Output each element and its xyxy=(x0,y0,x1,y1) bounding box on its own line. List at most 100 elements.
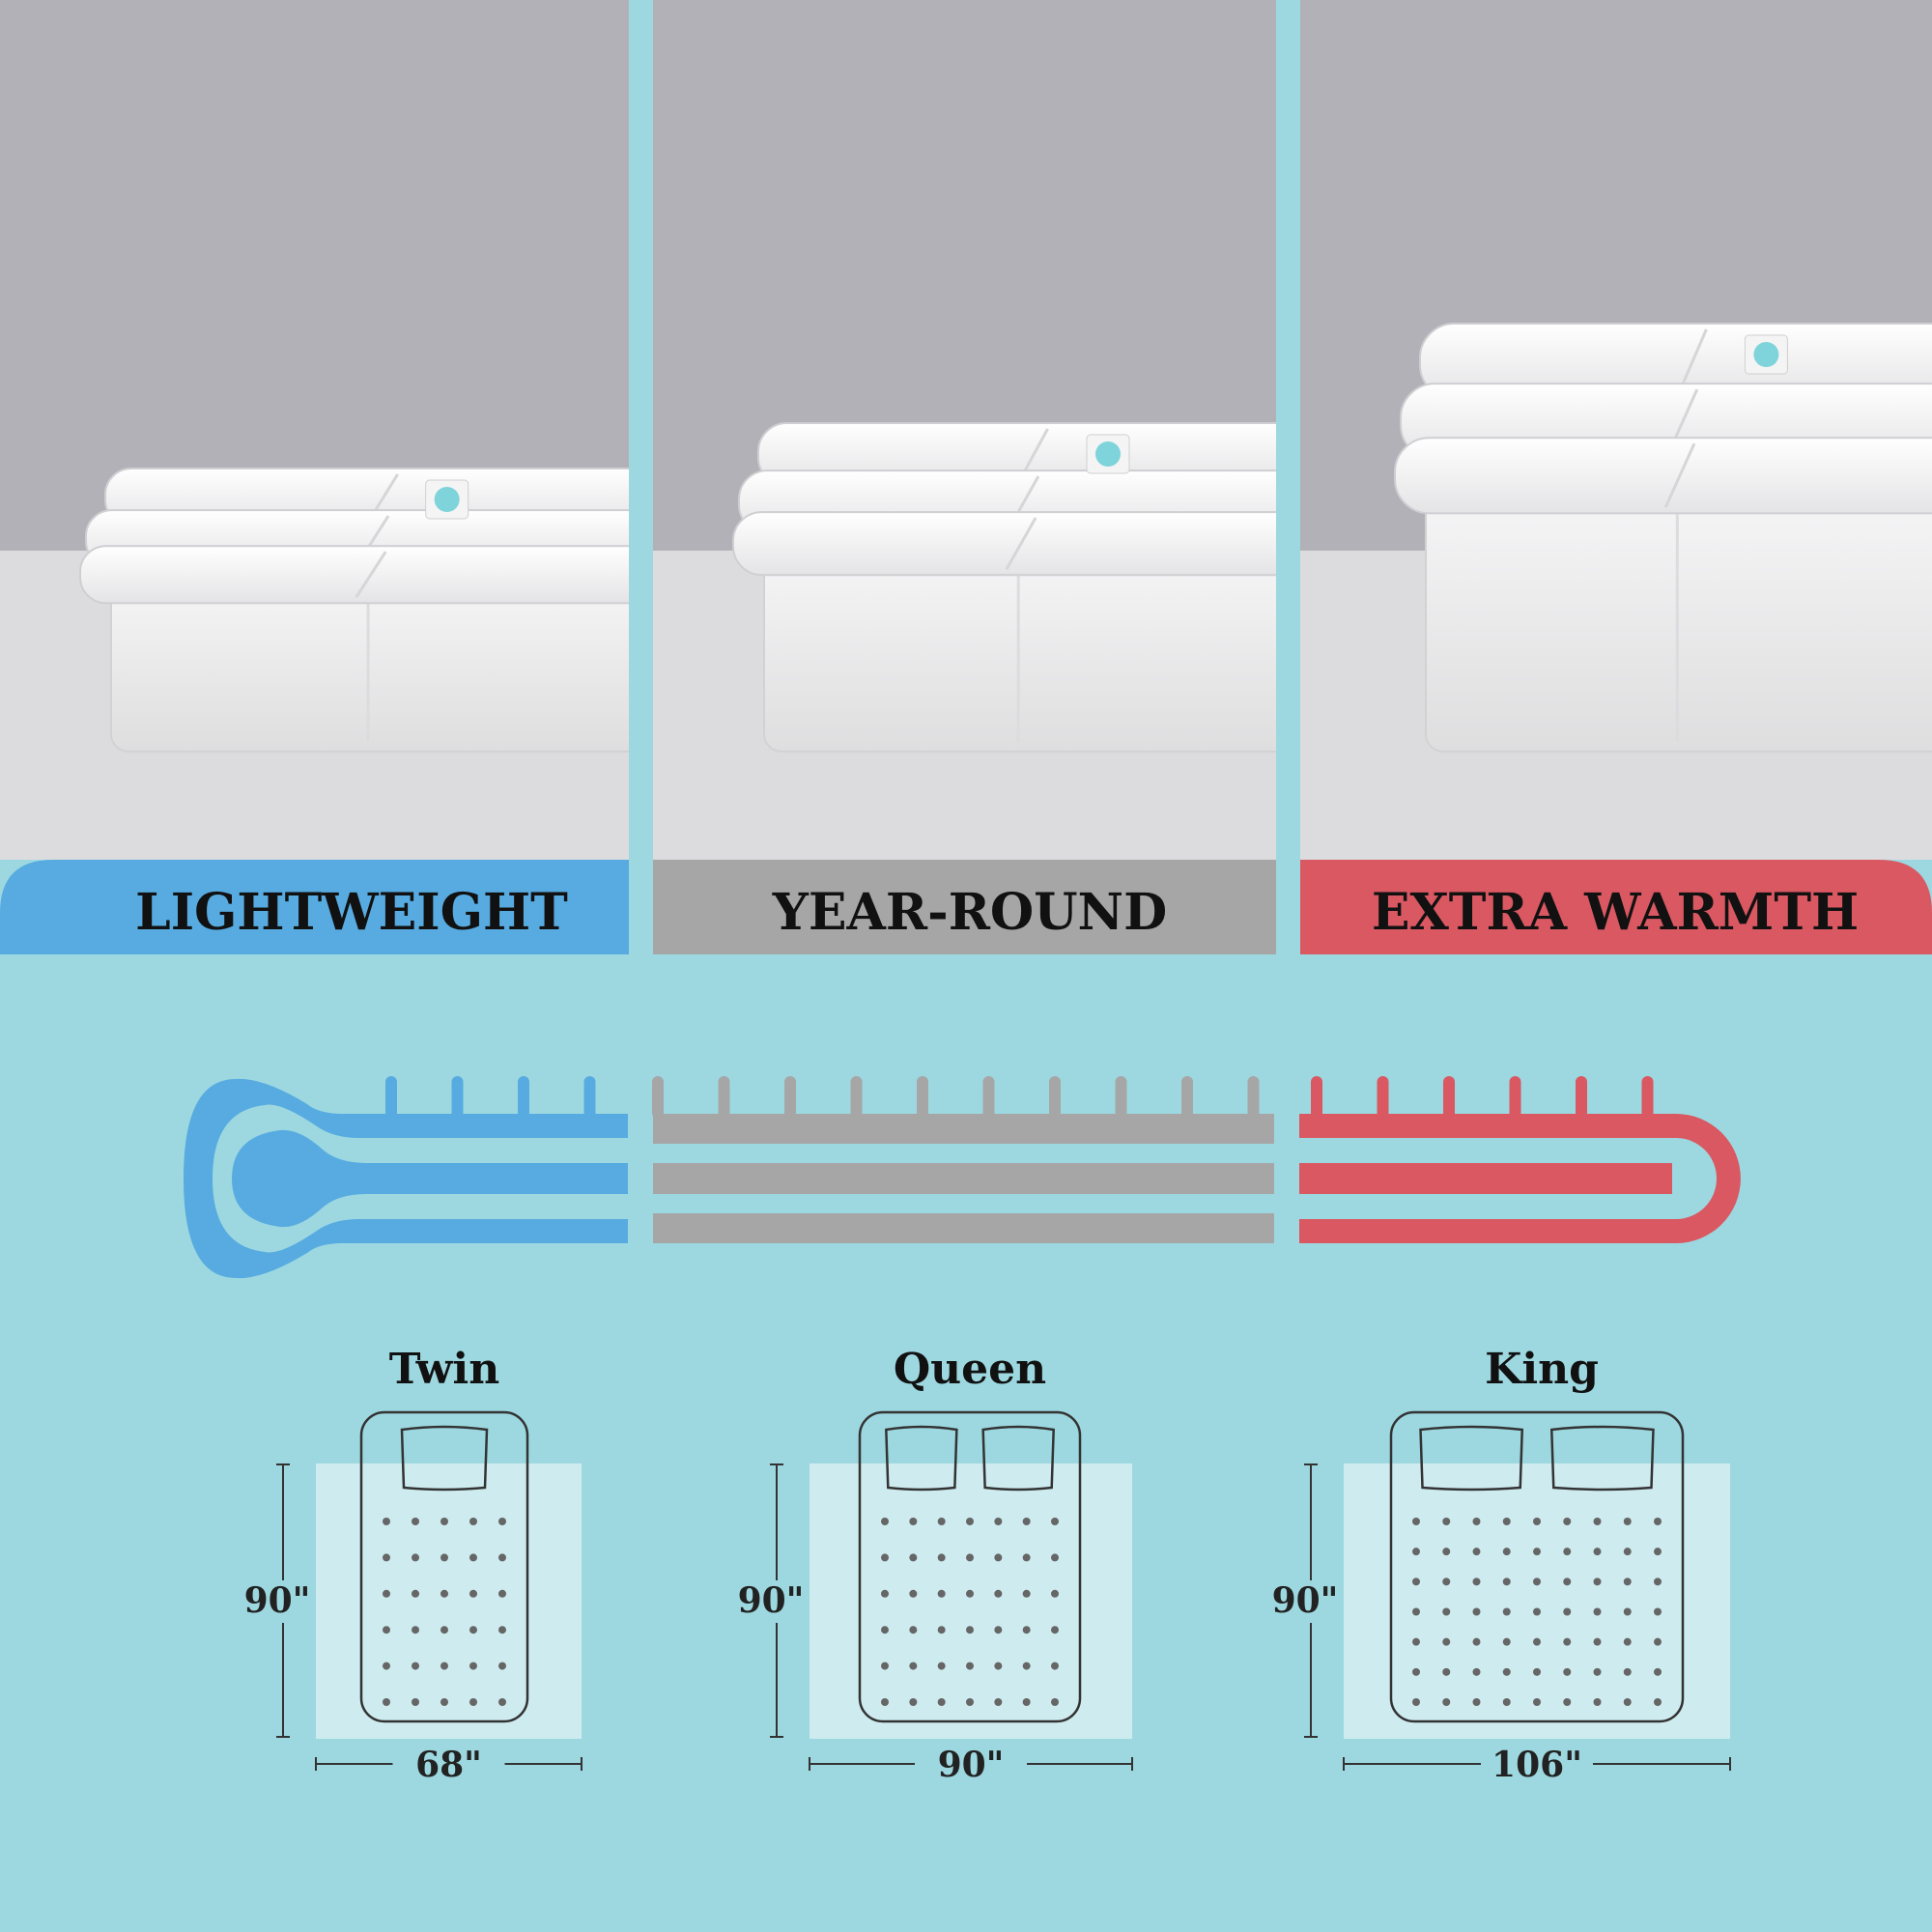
quilting-dot xyxy=(1654,1698,1662,1706)
quilting-dot xyxy=(498,1662,506,1670)
quilting-dot xyxy=(1563,1607,1572,1616)
width-label-background xyxy=(392,1741,505,1787)
quilting-dot xyxy=(1623,1637,1632,1646)
pillow-icon xyxy=(1419,1425,1524,1492)
quilting-dot xyxy=(1472,1698,1481,1706)
quilting-dot xyxy=(383,1662,390,1670)
quilting-dot xyxy=(383,1626,390,1634)
product-photo-extra-warmth xyxy=(1300,0,1932,860)
thermometer-mid-rail-bottom xyxy=(653,1213,1274,1243)
comforter-footprint xyxy=(1344,1463,1730,1739)
quilting-dot xyxy=(1412,1548,1420,1556)
pillow-icon xyxy=(981,1425,1055,1492)
quilting-dot xyxy=(1051,1662,1059,1670)
quilting-dot xyxy=(1502,1518,1511,1525)
size-title: King xyxy=(1485,1345,1599,1394)
quilting-dot xyxy=(498,1589,506,1598)
brand-tag-logo-icon xyxy=(1753,342,1779,367)
duvet-fold-layer xyxy=(732,511,1276,577)
duvet-fold-layer xyxy=(79,545,629,605)
quilting-dot xyxy=(1593,1577,1602,1586)
size-title: Queen xyxy=(894,1345,1046,1394)
quilting-dot xyxy=(1442,1667,1451,1676)
quilting-dot xyxy=(440,1589,448,1598)
bed-outline-icon xyxy=(858,1410,1082,1723)
thermometer-tick-year-round xyxy=(1181,1076,1193,1119)
product-photo-panels xyxy=(0,0,1932,860)
thermometer-tick-light xyxy=(451,1076,464,1119)
quilting-dot xyxy=(1533,1698,1541,1706)
quilting-dot xyxy=(1022,1698,1031,1706)
quilting-dot xyxy=(1502,1667,1511,1676)
extra-warmth-bar xyxy=(1300,860,1932,954)
quilting-dot xyxy=(1051,1518,1059,1525)
thermometer-tick-light xyxy=(518,1076,529,1119)
quilting-dot xyxy=(1502,1548,1511,1556)
quilting-dot xyxy=(937,1589,946,1598)
quilting-dot xyxy=(1533,1667,1541,1676)
quilting-dot xyxy=(1472,1607,1481,1616)
thermometer-tick-year-round xyxy=(718,1076,730,1119)
quilting-dot xyxy=(1563,1667,1572,1676)
thermometer-tick-year-round xyxy=(982,1076,995,1119)
quilting-dot xyxy=(909,1589,918,1598)
quilting-dot xyxy=(881,1626,889,1634)
quilting-dot xyxy=(1654,1548,1662,1556)
quilting-dot xyxy=(1593,1698,1602,1706)
quilting-dot xyxy=(1022,1518,1031,1525)
quilting-dot xyxy=(1593,1548,1602,1556)
width-label: 90" xyxy=(938,1745,1005,1785)
quilting-dot xyxy=(881,1553,889,1562)
quilting-dot xyxy=(1502,1577,1511,1586)
quilting-dot xyxy=(1412,1577,1420,1586)
quilting-dot xyxy=(1022,1662,1031,1670)
quilting-dot xyxy=(1563,1518,1572,1525)
duvet-stack-image xyxy=(1300,0,1932,860)
quilting-dot xyxy=(1563,1698,1572,1706)
quilting-dot xyxy=(1593,1518,1602,1525)
quilting-dot xyxy=(412,1662,419,1670)
duvet-stack-image xyxy=(0,0,629,860)
thermometer-hot-cap-icon xyxy=(1299,1114,1741,1243)
quilting-dot xyxy=(909,1518,918,1525)
bed-outline-icon xyxy=(359,1410,529,1723)
quilting-dot xyxy=(1533,1548,1541,1556)
thermometer-mid-rail-center xyxy=(653,1163,1274,1194)
thermometer-tick-year-round xyxy=(652,1076,664,1119)
product-photo-lightweight xyxy=(0,0,629,860)
quilting-dot xyxy=(498,1553,506,1562)
thermometer-hot-end xyxy=(1299,1114,1741,1243)
quilting-dot xyxy=(881,1518,889,1525)
width-label: 106" xyxy=(1492,1745,1582,1785)
length-label: 90" xyxy=(244,1580,311,1621)
quilting-dot xyxy=(937,1553,946,1562)
quilting-dot xyxy=(412,1518,419,1525)
length-label: 90" xyxy=(1272,1580,1339,1621)
quilting-dot xyxy=(1533,1637,1541,1646)
quilting-dot xyxy=(412,1626,419,1634)
quilting-dot xyxy=(1022,1589,1031,1598)
quilting-dot xyxy=(1623,1698,1632,1706)
thermometer-bulb-inner-icon xyxy=(232,1129,628,1228)
quilting-dot xyxy=(1472,1577,1481,1586)
quilting-dot xyxy=(412,1553,419,1562)
year-round-bar xyxy=(653,860,1276,954)
thermometer-ticks xyxy=(385,1076,1654,1119)
quilting-dot xyxy=(1563,1548,1572,1556)
quilting-dot xyxy=(469,1662,477,1670)
quilting-dot xyxy=(1051,1698,1059,1706)
thermometer-tick-year-round xyxy=(1247,1076,1260,1119)
quilting-dot xyxy=(383,1698,390,1706)
quilting-dot xyxy=(1533,1518,1541,1525)
quilting-dot xyxy=(1654,1637,1662,1646)
quilting-dot xyxy=(881,1662,889,1670)
quilting-dot xyxy=(1472,1667,1481,1676)
width-label: 68" xyxy=(415,1745,482,1785)
quilting-dot xyxy=(994,1662,1003,1670)
quilting-dot xyxy=(966,1662,974,1670)
length-label-background xyxy=(748,1580,806,1623)
quilting-dot xyxy=(881,1698,889,1706)
